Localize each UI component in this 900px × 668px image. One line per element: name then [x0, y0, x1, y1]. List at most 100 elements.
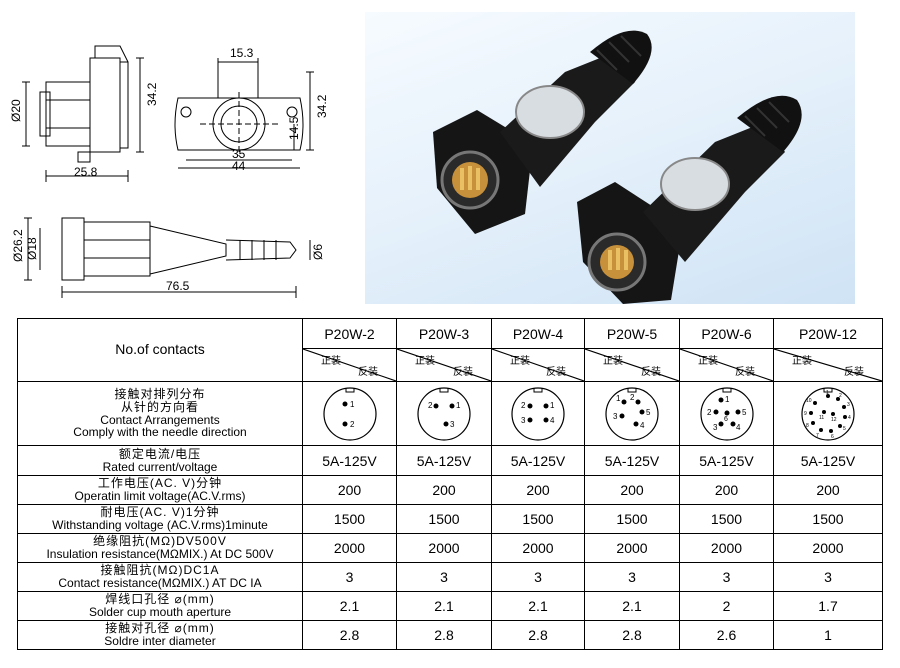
svg-text:1: 1 — [725, 395, 730, 404]
svg-text:5: 5 — [646, 408, 651, 417]
rated-value: 5A-125V — [396, 445, 492, 476]
inter-diameter-value: 1 — [773, 620, 883, 650]
rated-value: 5A-125V — [773, 445, 883, 476]
pin-layout-p20w-4: 1 2 3 4 — [491, 381, 585, 446]
model-header-p20w-6: P20W-6 — [679, 318, 774, 349]
mount-type-cell: 正装反装 — [584, 348, 680, 382]
svg-text:4: 4 — [736, 423, 741, 432]
svg-text:1: 1 — [550, 401, 555, 410]
svg-text:11: 11 — [819, 415, 824, 421]
operating-value: 200 — [302, 475, 397, 505]
svg-text:3: 3 — [521, 416, 526, 425]
operating-value: 200 — [491, 475, 585, 505]
svg-text:2: 2 — [521, 401, 526, 410]
solder-cup-value: 2 — [679, 591, 774, 621]
svg-text:3: 3 — [450, 420, 455, 429]
svg-text:2: 2 — [350, 420, 355, 429]
no-of-contacts-header: No.of contacts — [17, 318, 303, 382]
svg-text:3: 3 — [847, 402, 850, 408]
insulation-value: 2000 — [584, 533, 680, 563]
contact-resistance-value: 3 — [679, 562, 774, 592]
dim-phi18: Ø18 — [25, 237, 39, 260]
svg-text:6: 6 — [831, 434, 834, 440]
dim-25-8: 25.8 — [74, 165, 98, 179]
inter-diameter-value: 2.8 — [491, 620, 585, 650]
svg-text:1: 1 — [826, 390, 829, 396]
dim-phi26-2: Ø26.2 — [11, 229, 25, 262]
insulation-value: 2000 — [491, 533, 585, 563]
inter-diameter-value: 2.8 — [584, 620, 680, 650]
pin-layout-p20w-3: 1 2 3 — [396, 381, 492, 446]
model-header-p20w-2: P20W-2 — [302, 318, 397, 349]
dim-34-2-right: 34.2 — [315, 94, 329, 118]
svg-text:1: 1 — [456, 401, 461, 410]
contact-resistance-value: 3 — [396, 562, 492, 592]
model-header-p20w-12: P20W-12 — [773, 318, 883, 349]
dim-44: 44 — [232, 159, 246, 173]
insulation-value: 2000 — [679, 533, 774, 563]
flange-front-view — [174, 97, 304, 151]
withstanding-value: 1500 — [773, 504, 883, 534]
dim-phi20: Ø20 — [9, 99, 23, 122]
svg-text:7: 7 — [816, 433, 819, 439]
rated-value: 5A-125V — [679, 445, 774, 476]
svg-text:4: 4 — [640, 421, 645, 430]
svg-text:8: 8 — [806, 423, 809, 429]
inter-diameter-value: 2.8 — [396, 620, 492, 650]
svg-text:2: 2 — [428, 401, 433, 410]
dim-14-5: 14.5 — [287, 116, 301, 140]
operating-value: 200 — [584, 475, 680, 505]
dim-34-2-left: 34.2 — [145, 82, 159, 106]
row-label-contact-arrangements: 接触对排列分布 从针的方向看 Contact Arrangements Comp… — [17, 381, 303, 446]
connector-side-body — [45, 81, 91, 147]
svg-text:4: 4 — [550, 416, 555, 425]
dim-35: 35 — [232, 147, 246, 161]
mount-type-cell: 正装反装 — [679, 348, 774, 382]
rated-value: 5A-125V — [584, 445, 680, 476]
svg-text:2: 2 — [630, 393, 635, 402]
model-header-p20w-3: P20W-3 — [396, 318, 492, 349]
rated-value: 5A-125V — [302, 445, 397, 476]
solder-cup-value: 1.7 — [773, 591, 883, 621]
model-header-p20w-4: P20W-4 — [491, 318, 585, 349]
contact-resistance-value: 3 — [584, 562, 680, 592]
dim-76-5: 76.5 — [166, 279, 190, 293]
insulation-value: 2000 — [302, 533, 397, 563]
mount-type-cell: 正装反装 — [773, 348, 883, 382]
contact-resistance-value: 3 — [491, 562, 585, 592]
spec-table: No.of contacts P20W-2 P20W-3 P20W-4 P20W… — [17, 318, 883, 650]
rated-value: 5A-125V — [491, 445, 585, 476]
product-photo — [365, 12, 855, 304]
dimension-drawings: 15.3 34.2 34.2 14.5 35 44 25.8 Ø20 Ø26.2… — [9, 45, 329, 298]
withstanding-value: 1500 — [302, 504, 397, 534]
operating-value: 200 — [773, 475, 883, 505]
solder-cup-value: 2.1 — [396, 591, 492, 621]
svg-text:2: 2 — [839, 393, 842, 399]
svg-text:3: 3 — [613, 412, 618, 421]
svg-text:5: 5 — [742, 408, 747, 417]
svg-text:5: 5 — [843, 426, 846, 432]
solder-cup-value: 2.1 — [584, 591, 680, 621]
operating-value: 200 — [396, 475, 492, 505]
svg-text:12: 12 — [831, 417, 837, 423]
mount-type-cell: 正装反装 — [302, 348, 397, 382]
contact-resistance-value: 3 — [302, 562, 397, 592]
inter-diameter-value: 2.6 — [679, 620, 774, 650]
svg-text:1: 1 — [350, 400, 355, 409]
solder-cup-value: 2.1 — [302, 591, 397, 621]
inter-diameter-value: 2.8 — [302, 620, 397, 650]
connector-image-right — [577, 95, 802, 304]
row-label-solder-cup: 焊线口孔径 ⌀(mm)Solder cup mouth aperture — [17, 591, 303, 621]
row-label-inter-diameter: 接触对孔径 ⌀(mm)Soldre inter diameter — [17, 620, 303, 650]
withstanding-value: 1500 — [679, 504, 774, 534]
contact-resistance-value: 3 — [773, 562, 883, 592]
insulation-value: 2000 — [396, 533, 492, 563]
operating-value: 200 — [679, 475, 774, 505]
